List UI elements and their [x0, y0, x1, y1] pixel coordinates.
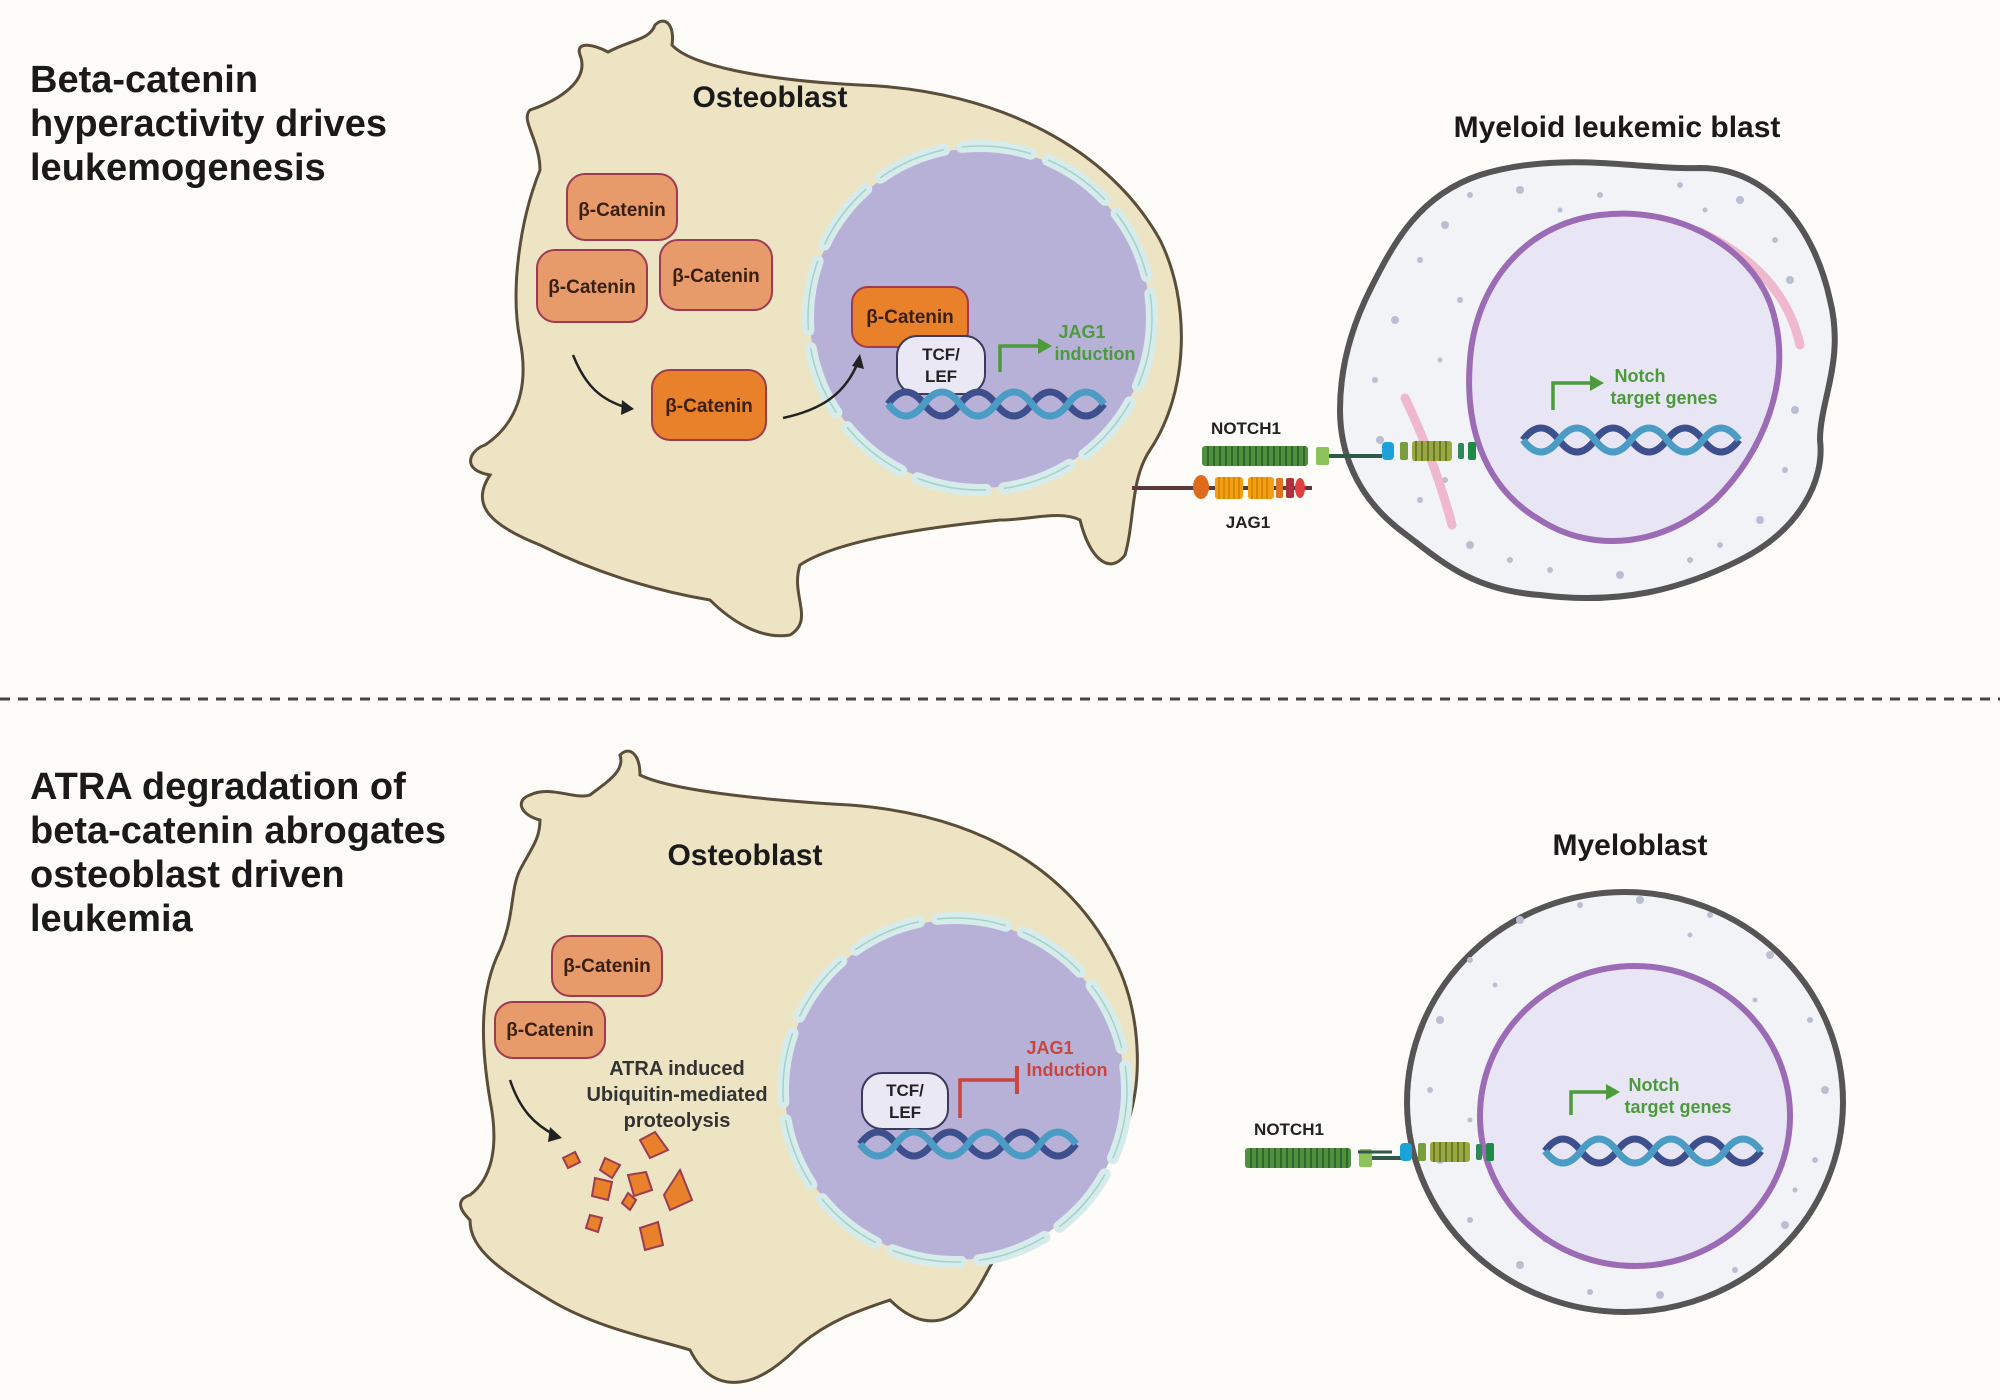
title-line: leukemia	[30, 898, 193, 940]
notch1-label: NOTCH1	[1211, 419, 1281, 438]
cytoplasm-granules	[1427, 896, 1829, 1299]
osteoblast-nucleus-bottom	[785, 920, 1125, 1260]
notch-target-label: Notch	[1629, 1075, 1680, 1095]
cytoplasm-catenin: β-Catenin	[551, 935, 663, 997]
tcf-lef-factor: TCF/ LEF	[896, 335, 986, 395]
notch1-receptor-icon	[1201, 440, 1477, 467]
tcf-lef-label: TCF/	[886, 1081, 924, 1100]
jag1-induction-label: Induction	[1027, 1060, 1108, 1080]
cytoplasm-catenin: β-Catenin	[536, 249, 648, 323]
curved-arrow-icon	[782, 361, 860, 420]
catenin-label: β-Catenin	[563, 956, 651, 977]
degradation-label: ATRA induced	[609, 1058, 745, 1080]
catenin-label: β-Catenin	[665, 396, 753, 417]
catenin-label: β-Catenin	[578, 200, 666, 221]
tcf-lef-label: LEF	[889, 1103, 921, 1122]
title-line: ATRA degradation of	[30, 766, 406, 808]
notch-target-label: Notch	[1615, 366, 1666, 386]
osteoblast-label: Osteoblast	[692, 81, 847, 114]
catenin-label: β-Catenin	[548, 277, 636, 298]
inhibition-bar-icon	[958, 1078, 1015, 1118]
blast-nucleus	[1466, 210, 1783, 545]
tcf-lef-factor: TCF/ LEF	[861, 1072, 949, 1130]
jag1-induction-label: JAG1	[1058, 322, 1105, 342]
notch-target-label: target genes	[1624, 1097, 1731, 1117]
target-cell-label: Myeloid leukemic blast	[1454, 111, 1781, 144]
degradation-label: Ubiquitin-mediated	[586, 1084, 767, 1106]
title-line: beta-catenin abrogates	[30, 810, 446, 852]
jag1-induction-label: induction	[1055, 344, 1136, 364]
target-cell-label: Myeloblast	[1552, 829, 1707, 862]
catenin-label: β-Catenin	[506, 1020, 594, 1041]
panel-title-top: Beta-catenin hyperactivity drives leukem…	[30, 58, 387, 190]
myeloblast-nucleus	[1477, 963, 1793, 1269]
degradation-label: proteolysis	[624, 1110, 731, 1132]
title-line: leukemogenesis	[30, 147, 326, 189]
cytoplasm-catenin: β-Catenin	[494, 1001, 606, 1059]
cytoplasm-catenin: β-Catenin	[566, 173, 678, 241]
notch1-label: NOTCH1	[1254, 1120, 1324, 1139]
jag1-ligand-icon	[1132, 475, 1312, 499]
curved-arrow-icon	[571, 354, 629, 410]
activation-arrow-icon	[1569, 1090, 1608, 1115]
cytoplasm-catenin: β-Catenin	[659, 239, 773, 311]
active-catenin: β-Catenin	[651, 369, 767, 441]
title-line: Beta-catenin	[30, 59, 259, 101]
tcf-lef-label: TCF/	[922, 345, 960, 364]
catenin-label: β-Catenin	[866, 307, 954, 328]
notch-target-label: target genes	[1610, 388, 1717, 408]
nuclear-catenin: β-Catenin	[851, 286, 969, 348]
jag1-label: JAG1	[1226, 513, 1270, 532]
title-line: osteoblast driven	[30, 854, 345, 896]
tcf-lef-label: LEF	[925, 367, 957, 386]
protein-fragment-icon	[561, 1130, 694, 1252]
osteoblast-label: Osteoblast	[667, 839, 822, 872]
activation-arrow-icon	[1551, 381, 1592, 410]
activation-arrow-icon	[998, 344, 1040, 372]
catenin-label: β-Catenin	[672, 266, 760, 287]
jag1-induction-label: JAG1	[1026, 1038, 1073, 1058]
panel-title-bottom: ATRA degradation of beta-catenin abrogat…	[30, 765, 446, 941]
notch1-receptor-icon	[1244, 1141, 1495, 1169]
title-line: hyperactivity drives	[30, 103, 387, 145]
